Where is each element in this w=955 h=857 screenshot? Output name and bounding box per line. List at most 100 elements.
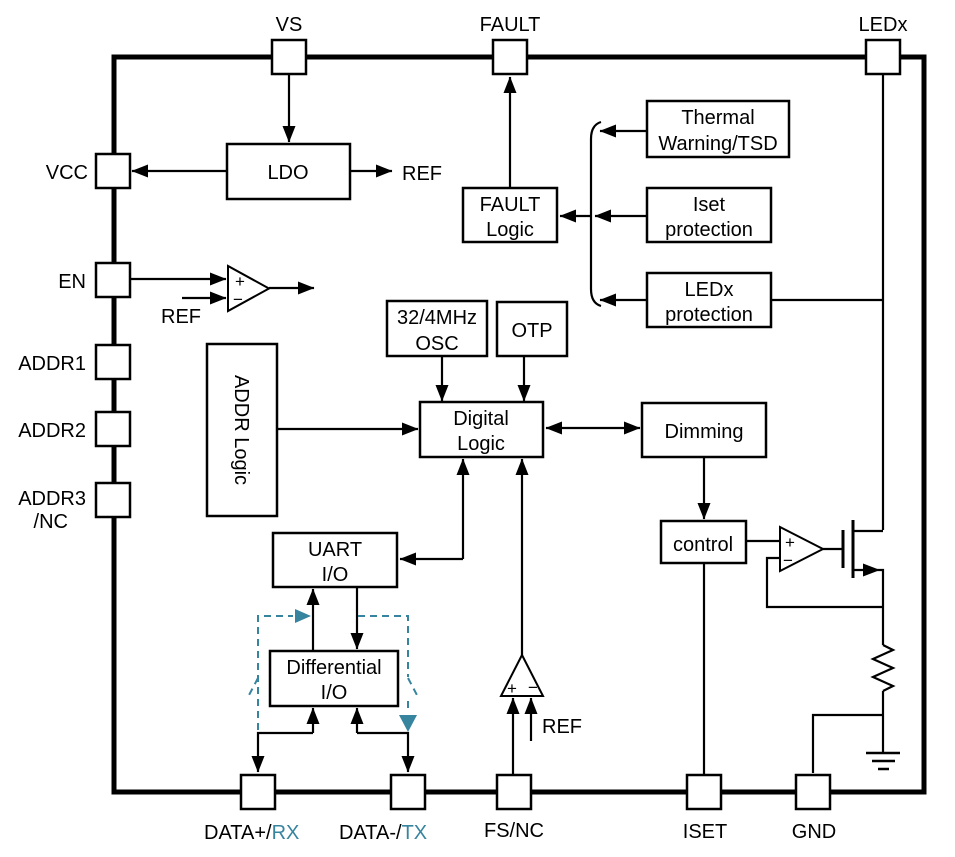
- block-uart-io: [271, 531, 399, 589]
- label-thermal-2: Warning/TSD: [658, 133, 777, 155]
- pin-fault: [491, 38, 529, 76]
- ground-symbol: [866, 751, 900, 771]
- pin-vcc: [94, 152, 132, 190]
- pin-label-addr2: ADDR2: [18, 420, 86, 442]
- dashed-break-right: [407, 677, 419, 698]
- label-uart-2: I/O: [322, 564, 349, 586]
- block-ledx-protection: [645, 271, 773, 329]
- pin-data-minus: [389, 773, 427, 811]
- pin-data-plus: [239, 773, 277, 811]
- fs-comparator-minus: −: [528, 678, 538, 697]
- pin-label-en: EN: [58, 271, 86, 293]
- pin-addr2: [94, 410, 132, 448]
- wire-diff-to-dataminus-pin: [357, 731, 415, 773]
- label-osc-1: 32/4MHz: [397, 307, 477, 329]
- label-ref-fs: REF: [542, 716, 582, 738]
- wire-node-to-gnd-pin: [811, 713, 883, 773]
- current-sense-opamp-symbol: [779, 525, 826, 573]
- pin-label-addr3-nc: /NC: [34, 511, 68, 533]
- label-thermal-1: Thermal: [681, 107, 754, 129]
- label-digital-1: Digital: [453, 408, 509, 430]
- function-blocks: [205, 99, 791, 708]
- label-ledx-prot-2: protection: [665, 304, 753, 326]
- dashed-tx-path: [358, 615, 409, 677]
- pin-label-vcc: VCC: [46, 162, 88, 184]
- pin-fs: [495, 773, 533, 811]
- pin-label-iset: ISET: [683, 821, 727, 843]
- analog-symbols: [227, 264, 900, 771]
- annotation-labels: REF REF REF + − + − + −: [161, 163, 795, 738]
- en-comparator-plus: +: [235, 272, 245, 291]
- rx-arrow-icon: [295, 609, 311, 623]
- tx-arrow-icon: [399, 715, 417, 732]
- pin-label-ledx: LEDx: [859, 14, 908, 36]
- label-ldo: LDO: [267, 162, 308, 184]
- pin-vs: [270, 38, 308, 76]
- label-addr-logic: ADDR Logic: [230, 375, 252, 485]
- pin-label-gnd: GND: [792, 821, 836, 843]
- rx-tx-dashed-path: [247, 609, 419, 732]
- pin-gnd: [794, 773, 832, 811]
- block-labels: LDO FAULT Logic Thermal Warning/TSD Iset…: [230, 107, 778, 704]
- wire-opamp-feedback: [765, 556, 883, 609]
- label-diff-2: I/O: [321, 682, 348, 704]
- en-comparator-symbol: [227, 264, 272, 313]
- opamp-minus: −: [783, 551, 793, 570]
- pin-label-vs: VS: [276, 14, 303, 36]
- fault-collector-brace: [589, 120, 602, 308]
- pin-addr1: [94, 343, 132, 381]
- block-control: [659, 519, 748, 565]
- opamp-plus: +: [785, 533, 795, 552]
- mosfet-symbol: [841, 520, 880, 578]
- data-plus-black-part: DATA+/: [204, 822, 272, 844]
- pin-label-fs: FS/NC: [484, 820, 544, 842]
- pin-label-addr3: ADDR3: [18, 488, 86, 510]
- dashed-break-left: [247, 677, 259, 698]
- block-addr-logic: [205, 342, 279, 518]
- fs-comparator-plus: +: [507, 679, 517, 698]
- pin-en: [94, 261, 132, 299]
- label-fault-logic-1: FAULT: [480, 194, 541, 216]
- block-iset-protection: [645, 186, 773, 244]
- pin-iset: [685, 773, 723, 811]
- pin-label-addr1: ADDR1: [18, 353, 86, 375]
- pin-addr3: [94, 481, 132, 519]
- block-ldo: [225, 142, 352, 201]
- data-plus-rx-part: RX: [272, 822, 300, 844]
- pin-label-data-minus: DATA-/TX: [339, 822, 427, 844]
- pins: [94, 38, 902, 811]
- label-control: control: [673, 534, 733, 556]
- data-minus-black-part: DATA-/: [339, 822, 402, 844]
- pin-label-data-plus: DATA+/RX: [204, 822, 299, 844]
- wires: [130, 74, 885, 775]
- label-otp: OTP: [511, 320, 552, 342]
- label-uart-1: UART: [308, 539, 362, 561]
- label-fault-logic-2: Logic: [486, 219, 534, 241]
- mosfet-source-arrow: [863, 563, 880, 577]
- block-digital-logic: [418, 400, 545, 459]
- data-minus-tx-part: TX: [402, 822, 428, 844]
- block-osc: [385, 299, 489, 358]
- en-comparator-minus: −: [233, 290, 243, 309]
- sense-resistor-symbol: [870, 644, 896, 692]
- label-ledx-prot-1: LEDx: [685, 279, 734, 301]
- label-digital-2: Logic: [457, 433, 505, 455]
- block-fault-logic: [461, 186, 559, 244]
- pin-labels: VS FAULT LEDx VCC EN ADDR1 ADDR2 ADDR3 /…: [18, 14, 907, 844]
- pin-ledx: [864, 38, 902, 76]
- block-dimming: [640, 401, 768, 459]
- label-ref-ldo: REF: [402, 163, 442, 185]
- label-dimming: Dimming: [665, 421, 744, 443]
- label-ref-en: REF: [161, 306, 201, 328]
- pin-label-fault: FAULT: [480, 14, 541, 36]
- block-differential-io: [268, 649, 400, 708]
- fs-comparator-symbol: [499, 652, 545, 697]
- wire-diff-to-dataplus-pin: [251, 731, 313, 773]
- label-osc-2: OSC: [415, 333, 458, 355]
- label-diff-1: Differential: [286, 657, 381, 679]
- label-iset-prot-2: protection: [665, 219, 753, 241]
- dashed-rx-path: [257, 615, 293, 730]
- block-otp: [495, 300, 569, 358]
